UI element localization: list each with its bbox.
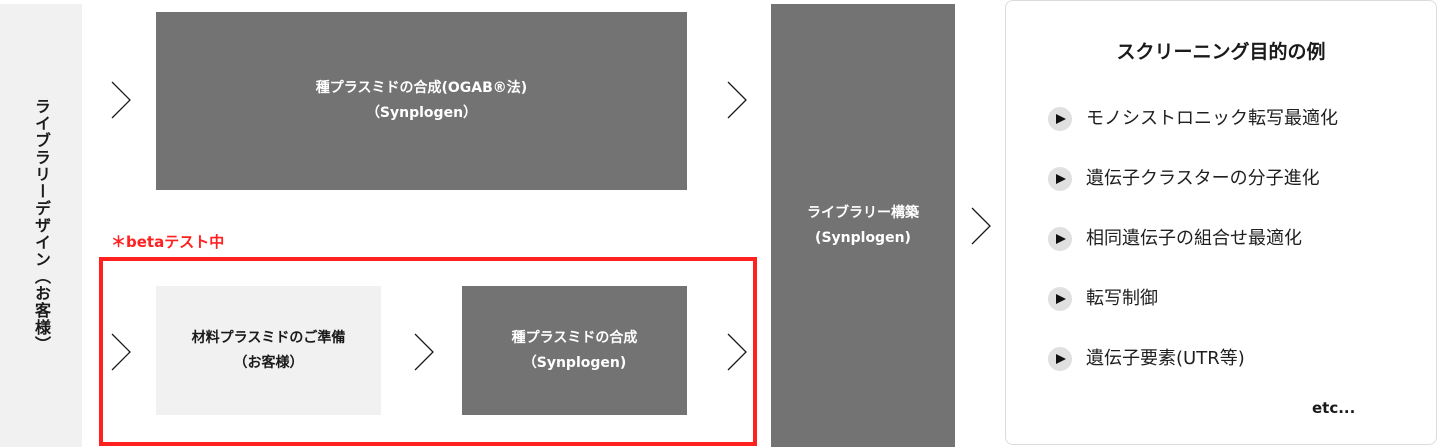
list-item-text: 相同遺伝子の組合せ最適化	[1086, 228, 1302, 249]
seed-plasmid-ogab-step: 種プラスミドの合成(OGAB®法) （Synplogen）	[156, 12, 687, 190]
chevron-right-icon	[110, 80, 132, 120]
step-title: 種プラスミドの合成(OGAB®法)	[315, 80, 528, 96]
step-title: 種プラスミドの合成	[511, 329, 638, 346]
list-item-text: 遺伝子クラスターの分子進化	[1086, 168, 1320, 189]
list-item: モノシストロニック転写最適化	[1048, 101, 1338, 161]
beta-test-label: ＊betaテスト中	[111, 233, 225, 251]
step-owner: （Synplogen）	[365, 105, 478, 121]
play-bullet-icon	[1048, 287, 1072, 311]
play-bullet-icon	[1048, 167, 1072, 191]
sidebar-label: ライブラリーデザイン（お客様）	[32, 98, 51, 353]
step-owner: (Synplogen)	[815, 229, 911, 246]
chevron-right-icon	[110, 332, 132, 372]
play-bullet-icon	[1048, 107, 1072, 131]
screening-examples-card: スクリーニング目的の例 モノシストロニック転写最適化 遺伝子クラスターの分子進化…	[1005, 0, 1437, 445]
list-item: 転写制御	[1048, 281, 1338, 341]
list-item-text: 遺伝子要素(UTR等)	[1086, 348, 1245, 369]
chevron-right-icon	[726, 332, 748, 372]
list-item-text: モノシストロニック転写最適化	[1086, 108, 1338, 129]
list-item: 遺伝子クラスターの分子進化	[1048, 161, 1338, 221]
material-plasmid-step: 材料プラスミドのご準備 （お客様）	[156, 286, 381, 415]
step-title: 材料プラスミドのご準備	[191, 329, 346, 346]
chevron-right-icon	[413, 332, 435, 372]
play-bullet-icon	[1048, 227, 1072, 251]
library-design-sidebar: ライブラリーデザイン（お客様）	[0, 4, 82, 447]
screening-list: モノシストロニック転写最適化 遺伝子クラスターの分子進化 相同遺伝子の組合せ最適…	[1048, 101, 1338, 401]
beta-test-frame	[99, 257, 757, 446]
seed-plasmid-synthesis-step: 種プラスミドの合成 （Synplogen)	[462, 286, 687, 415]
list-item-text: 転写制御	[1086, 288, 1158, 309]
play-bullet-icon	[1048, 347, 1072, 371]
step-owner: （Synplogen)	[522, 354, 627, 371]
chevron-right-icon	[726, 80, 748, 120]
chevron-right-icon	[970, 206, 992, 246]
step-title: ライブラリー構築	[807, 204, 919, 221]
list-item: 相同遺伝子の組合せ最適化	[1048, 221, 1338, 281]
list-item: 遺伝子要素(UTR等)	[1048, 341, 1338, 401]
card-title: スクリーニング目的の例	[1116, 41, 1326, 63]
step-owner: （お客様）	[233, 354, 304, 371]
more-examples-text: etc...	[1312, 399, 1356, 417]
library-build-step: ライブラリー構築 (Synplogen)	[771, 4, 955, 447]
